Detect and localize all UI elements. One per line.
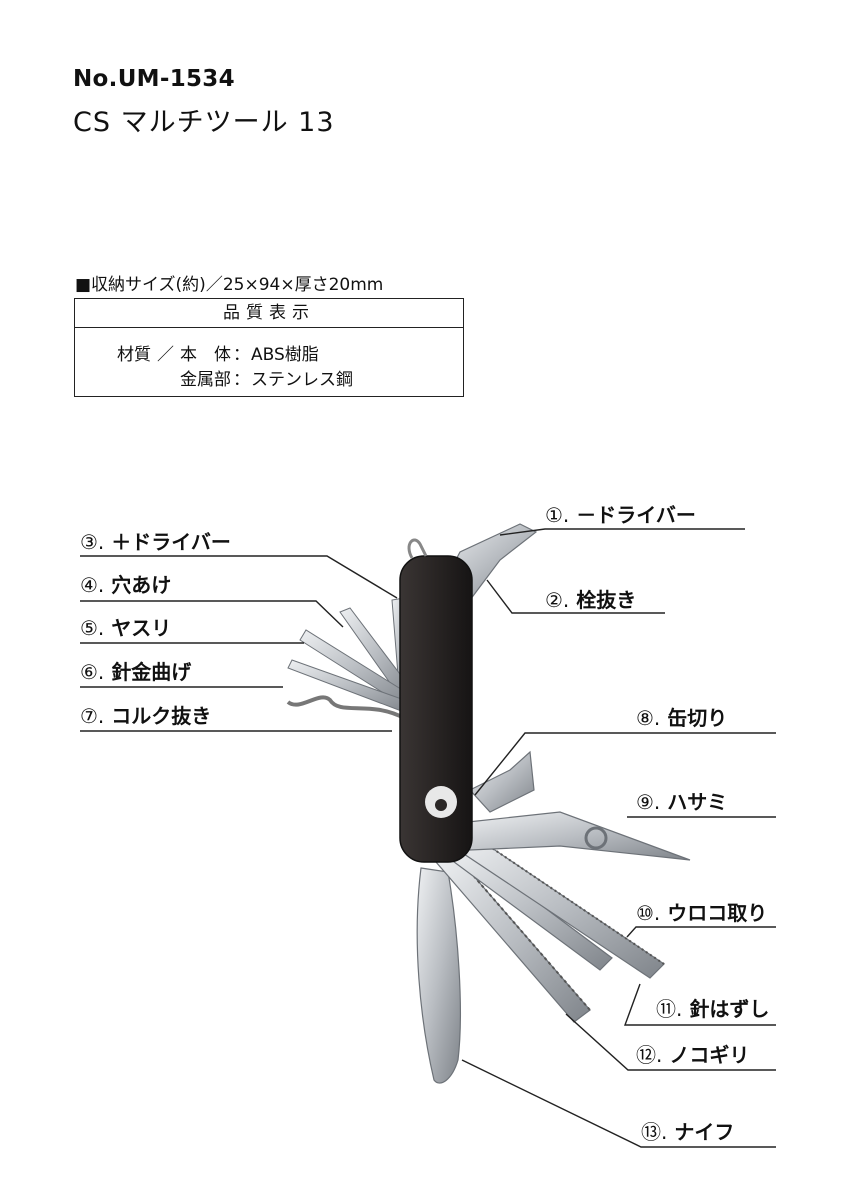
callout-6-wire-bender: ⑥. 針金曲げ [80, 660, 192, 684]
material-key: 材質／本体 [117, 345, 231, 365]
leader-1 [499, 528, 745, 536]
callout-11-hook-remover: ⑪. 針はずし [656, 997, 770, 1021]
leader-12 [565, 1013, 776, 1071]
material-separator: ： [233, 345, 250, 365]
scissors [467, 811, 691, 861]
can-opener [469, 750, 535, 813]
callout-8-can-opener: ⑧. 缶切り [636, 706, 728, 730]
leader-lines [80, 528, 776, 1148]
callout-3-phillips: ③. ＋ドライバー [80, 530, 231, 554]
model-number: No.UM-1534 [73, 66, 235, 92]
knife-blade [416, 867, 461, 1084]
quality-table-title: 品質表示 [75, 299, 463, 328]
key-ring [407, 538, 428, 559]
callout-12-saw: ⑫. ノコギリ [636, 1043, 750, 1067]
material-value: ABS樹脂 [251, 345, 319, 365]
leader-2 [486, 579, 665, 614]
callout-7-corkscrew: ⑦. コルク抜き [80, 704, 212, 728]
metal-separator: ： [233, 370, 250, 390]
callout-4-awl: ④. 穴あけ [80, 573, 172, 597]
callout-5-file: ⑤. ヤスリ [80, 616, 172, 640]
leader-8 [474, 732, 776, 796]
leader-11 [623, 983, 776, 1026]
product-name: CS マルチツール 13 [73, 107, 335, 138]
corkscrew [286, 695, 405, 720]
callout-13-knife: ⑬. ナイフ [641, 1120, 735, 1144]
leader-10 [626, 926, 776, 938]
callout-10-fish-scaler: ⑩. ウロコ取り [636, 901, 768, 925]
metal-key: 金属部 [180, 370, 231, 390]
leader-3 [80, 555, 398, 599]
tool-handle [399, 555, 473, 863]
metal-value: ステンレス鋼 [251, 370, 353, 390]
storage-size-note: ■収納サイズ(約)／25×94×厚さ20mm [75, 275, 384, 295]
leader-4 [80, 600, 344, 628]
quality-label-table: 品質表示 材質／本体 ： ABS樹脂 金属部 ： ステンレス鋼 [74, 298, 464, 397]
callout-1-flathead: ①. －ドライバー [545, 503, 696, 527]
leader-13 [461, 1059, 776, 1148]
callout-9-scissors: ⑨. ハサミ [636, 790, 728, 814]
callout-2-bottle-opener: ②. 栓抜き [545, 588, 637, 612]
